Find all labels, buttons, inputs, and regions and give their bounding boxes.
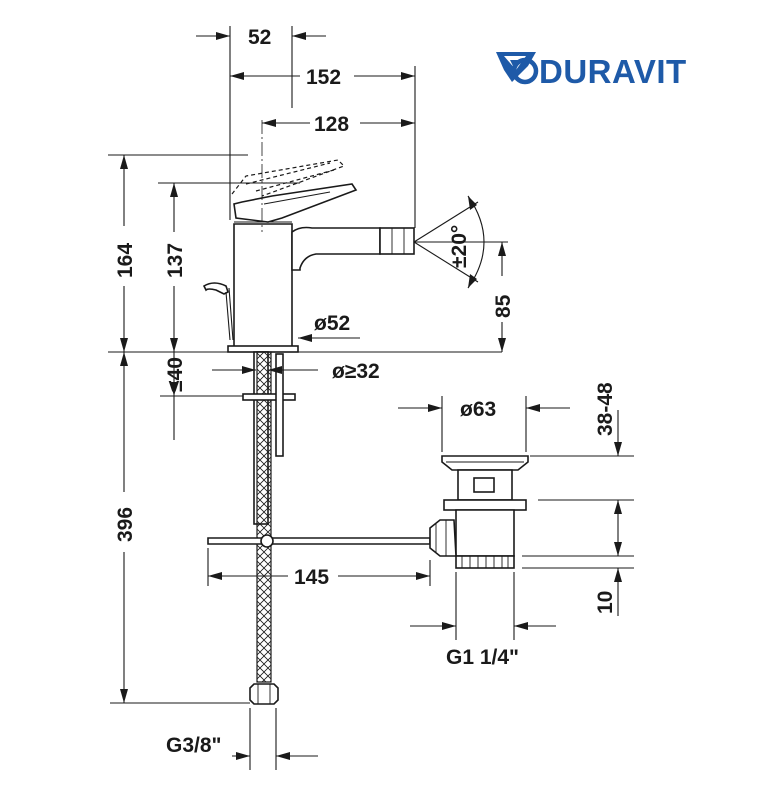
dim-overall-height: 164: [114, 243, 137, 278]
dim-overall-depth: 152: [306, 66, 341, 89]
dim-hole-diameter: ø≥32: [332, 360, 380, 383]
duravit-wordmark: DURAVIT: [539, 53, 687, 90]
dim-spout-offset: 52: [248, 26, 271, 49]
dimension-lines: [120, 32, 622, 760]
dim-waste-range: 38-48: [594, 382, 617, 436]
faucet-body: [202, 159, 415, 353]
pop-up-waste: [429, 455, 529, 569]
duravit-swirl-logo-icon: [496, 52, 539, 85]
dim-waste-thread-depth: 10: [594, 591, 617, 614]
dim-rod-length: 145: [294, 566, 329, 589]
mounting-assembly: [207, 351, 431, 705]
dim-outlet-height: 85: [492, 294, 515, 318]
extension-lines: [108, 26, 634, 770]
dim-waste-diameter: ø63: [460, 398, 496, 421]
duravit-logo: DURAVIT: [496, 52, 687, 90]
dim-hose-thread: G3/8": [166, 734, 221, 757]
dim-jet-angle: ±20°: [448, 225, 471, 268]
dim-hose-length: 396: [114, 507, 137, 542]
dim-lever-depth: 128: [314, 113, 349, 136]
dim-waste-thread: G1 1/4": [446, 646, 519, 669]
dim-max-deck-thickness: ≤40: [164, 357, 187, 392]
dim-base-diameter: ø52: [314, 312, 350, 335]
dim-lever-height: 137: [164, 243, 187, 278]
dimension-labels: 52 152 128 164 137 ±20° 85 ø52 ø≥32 ≤40 …: [114, 26, 617, 757]
